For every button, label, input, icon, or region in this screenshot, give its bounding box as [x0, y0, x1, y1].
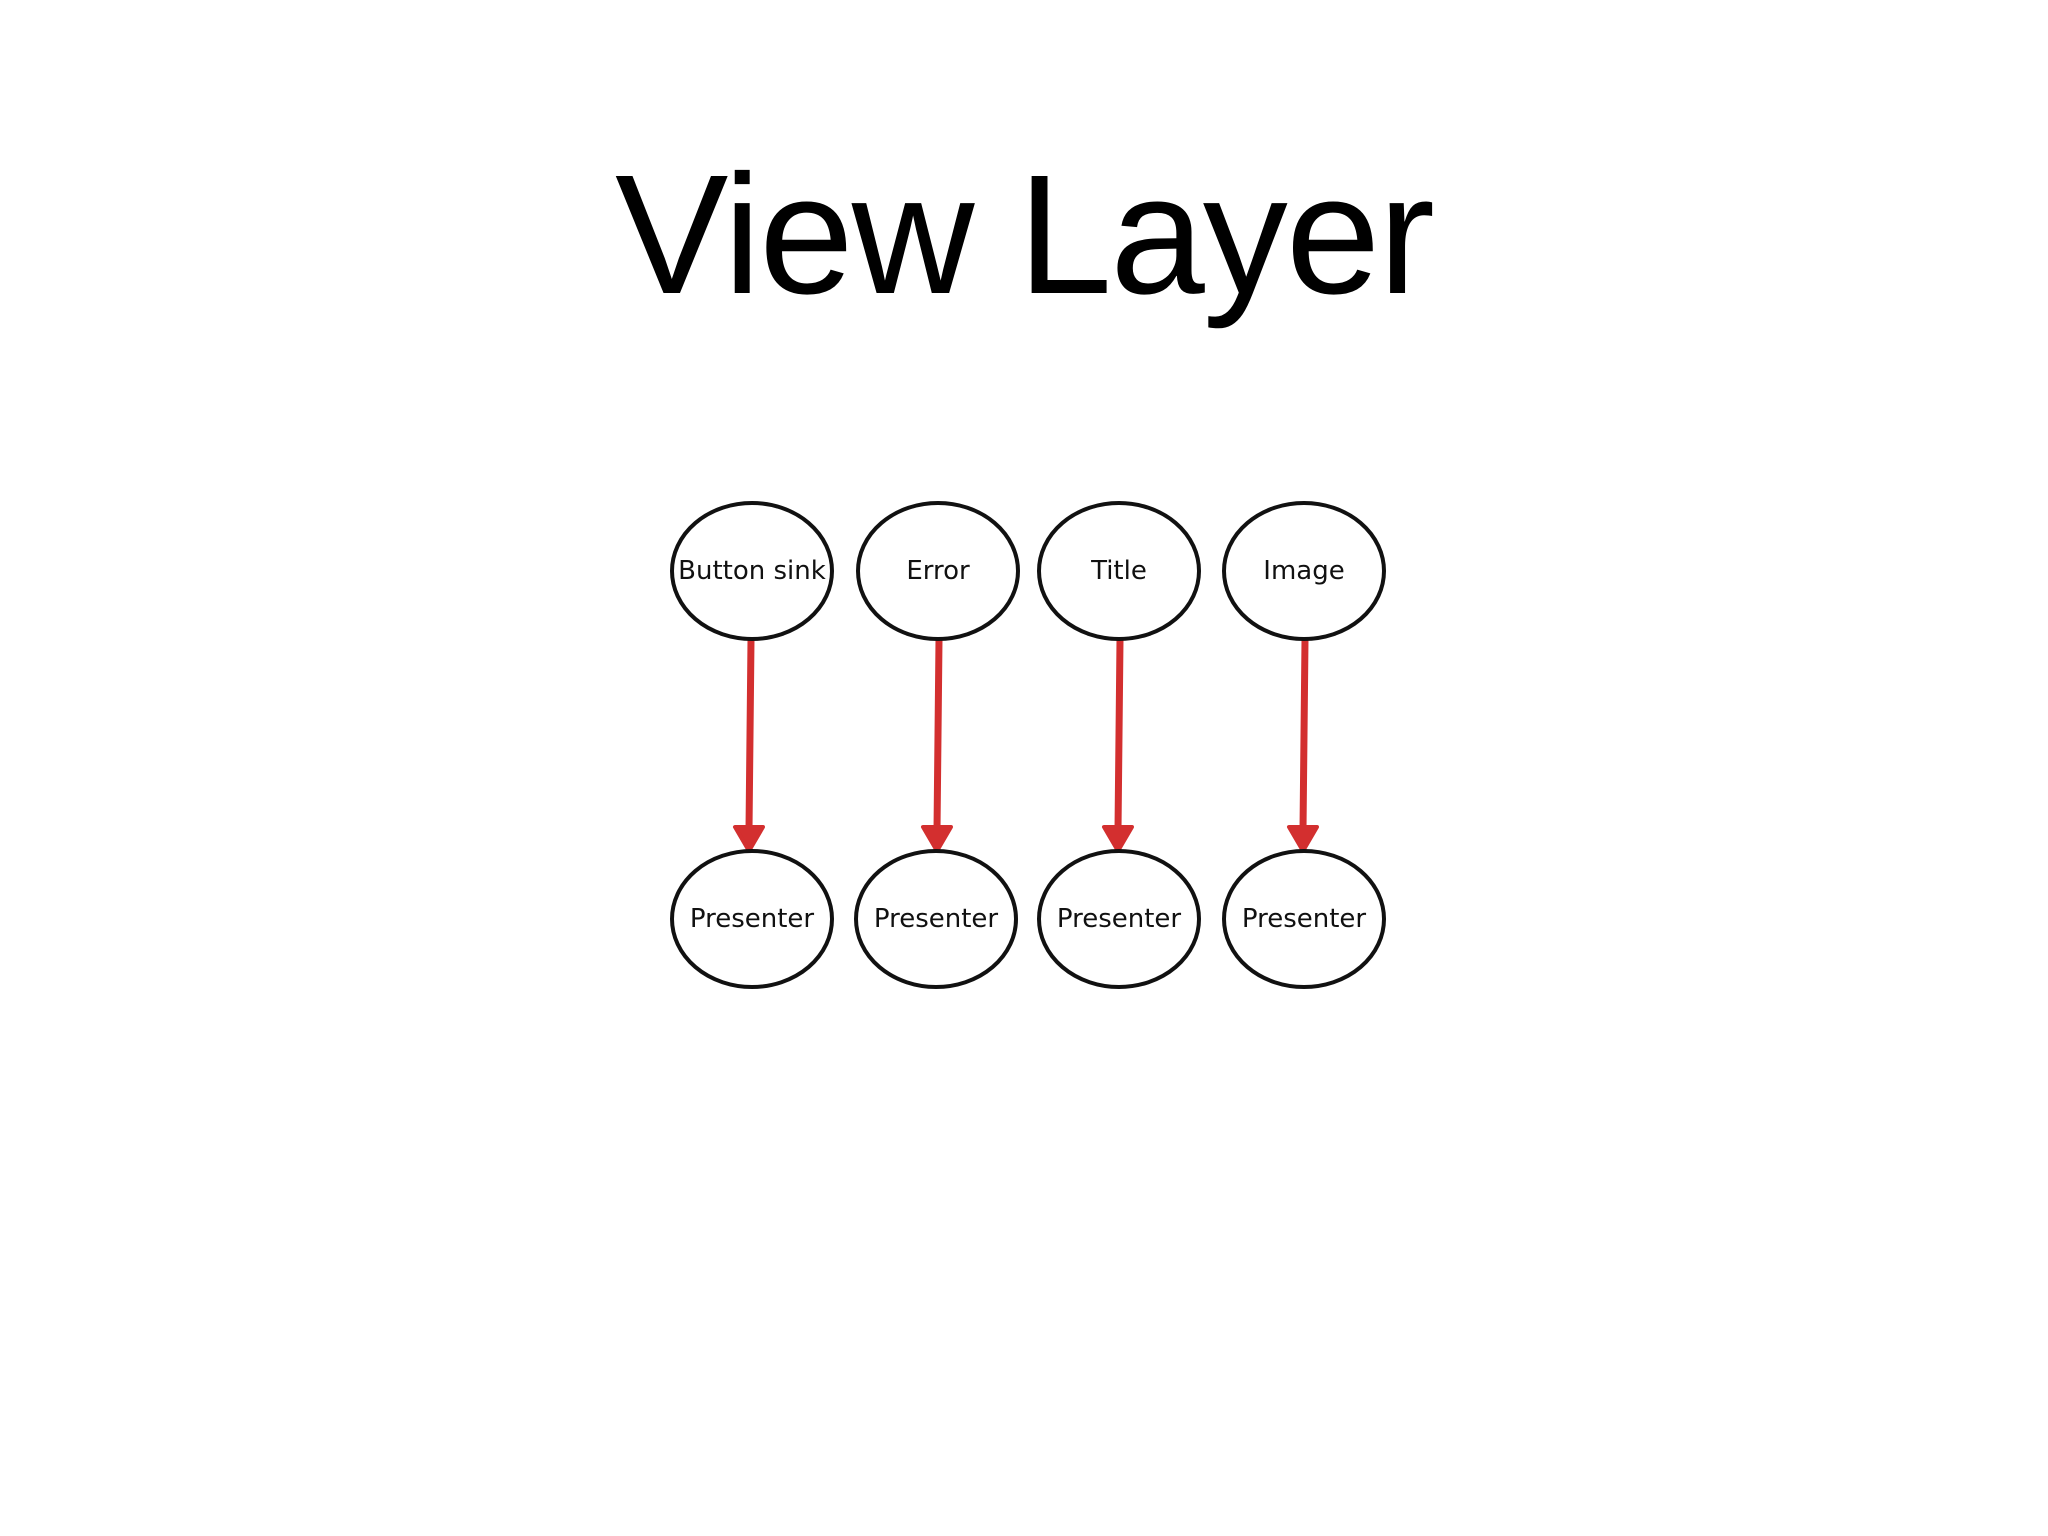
- node-button-sink: Button sink: [670, 501, 834, 641]
- slide-title: View Layer: [615, 140, 1435, 330]
- node-label: Presenter: [1057, 904, 1182, 934]
- diagram-column: Button sink Presenter: [670, 501, 834, 989]
- arrow-image-to-presenter: [1299, 636, 1309, 834]
- arrow-button-sink-to-presenter: [745, 636, 755, 834]
- arrow-error-to-presenter: [933, 636, 943, 834]
- node-title: Title: [1037, 501, 1201, 641]
- node-label: Button sink: [678, 556, 826, 586]
- node-label: Presenter: [1242, 904, 1367, 934]
- node-presenter: Presenter: [854, 849, 1018, 989]
- diagram-column: Error Presenter: [854, 501, 1020, 989]
- arrowhead-icon: [1102, 825, 1134, 853]
- node-label: Title: [1090, 556, 1147, 586]
- node-label: Image: [1263, 556, 1344, 586]
- node-label: Presenter: [874, 904, 999, 934]
- node-presenter: Presenter: [1037, 849, 1201, 989]
- node-presenter: Presenter: [1222, 849, 1386, 989]
- diagram-column: Image Presenter: [1222, 501, 1386, 989]
- node-label: Error: [906, 556, 970, 586]
- arrowhead-icon: [1287, 825, 1319, 853]
- node-presenter: Presenter: [670, 849, 834, 989]
- node-image: Image: [1222, 501, 1386, 641]
- arrowhead-icon: [733, 825, 765, 853]
- node-error: Error: [856, 501, 1020, 641]
- arrowhead-icon: [921, 825, 953, 853]
- node-label: Presenter: [690, 904, 815, 934]
- diagram-column: Title Presenter: [1037, 501, 1201, 989]
- arrow-title-to-presenter: [1114, 636, 1124, 834]
